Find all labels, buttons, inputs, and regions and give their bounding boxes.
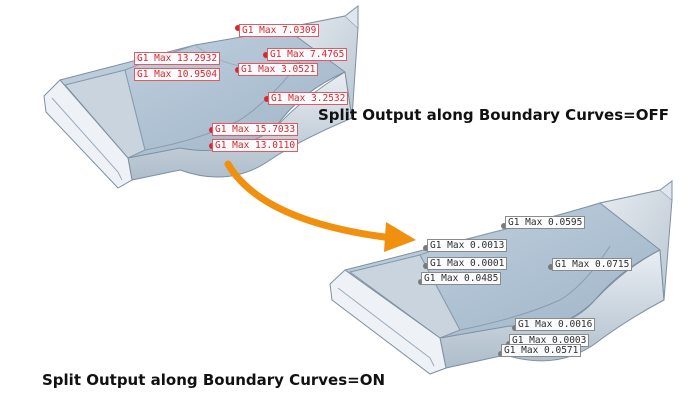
deviation-label: G1 Max 3.0521 [238,63,319,76]
deviation-label: G1 Max 13.0110 [212,139,299,152]
deviation-marker [235,25,241,31]
deviation-label: G1 Max 0.0485 [421,272,502,285]
deviation-marker [423,245,429,251]
deviation-label: G1 Max 15.7033 [212,123,299,136]
deviation-marker [263,52,269,58]
deviation-label: G1 Max 0.0571 [501,344,582,357]
curved-arrow-icon [224,160,416,252]
deviation-label: G1 Max 0.0595 [505,216,586,229]
duct-model-on [329,180,673,375]
deviation-marker [548,264,554,270]
deviation-marker [264,96,270,102]
caption-split-on: Split Output along Boundary Curves=ON [42,371,386,389]
duct-left-opening-off [43,79,133,189]
deviation-label: G1 Max 0.0715 [552,258,633,271]
duct-right-box-off [283,15,359,119]
duct-right-box-on [598,189,673,301]
caption-split-off: Split Output along Boundary Curves=OFF [318,106,669,124]
deviation-label: G1 Max 3.2532 [268,92,349,105]
deviation-label: G1 Max 0.0001 [427,257,508,270]
deviation-label: G1 Max 13.2932 [134,52,221,65]
deviation-label: G1 Max 7.4765 [267,48,348,61]
deviation-marker [423,263,429,269]
deviation-label: G1 Max 0.0013 [427,239,508,252]
deviation-marker [501,223,507,229]
deviation-label: G1 Max 10.9504 [134,68,221,81]
deviation-label: G1 Max 0.0016 [515,318,596,331]
deviation-label: G1 Max 7.0309 [239,24,320,37]
